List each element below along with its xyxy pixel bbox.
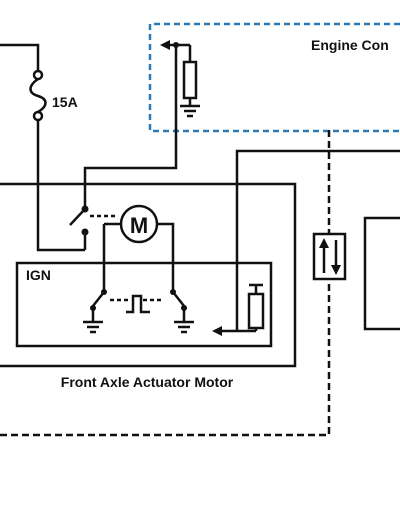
engine-box-label: Engine Con bbox=[311, 37, 389, 53]
actuator-plunger-icon bbox=[110, 294, 162, 314]
ground-icon bbox=[174, 320, 194, 334]
bidirectional-arrow-icon bbox=[312, 232, 347, 281]
arrow-icon bbox=[212, 326, 256, 336]
resistor-icon bbox=[182, 60, 198, 100]
ground-icon bbox=[83, 320, 103, 334]
fuse-icon bbox=[29, 69, 47, 122]
ground-icon bbox=[180, 104, 200, 118]
fuse-wire bbox=[0, 43, 85, 252]
ign-label: IGN bbox=[26, 267, 51, 283]
engine-control-box bbox=[148, 22, 400, 133]
actuator-motor-box bbox=[0, 182, 297, 368]
switch-icon bbox=[69, 205, 89, 250]
fuse-rating-label: 15A bbox=[52, 94, 78, 110]
vertical-wire bbox=[235, 149, 400, 331]
limit-switch-left bbox=[90, 289, 107, 322]
resistor-icon bbox=[247, 292, 265, 330]
ign-box bbox=[15, 261, 273, 348]
actuator-motor-caption: Front Axle Actuator Motor bbox=[61, 374, 234, 390]
dashed-signal-wire bbox=[0, 128, 331, 437]
signal-wire bbox=[83, 45, 178, 207]
limit-switch-right bbox=[170, 289, 187, 322]
motor-label: M bbox=[130, 213, 148, 238]
right-module-box bbox=[363, 216, 400, 331]
